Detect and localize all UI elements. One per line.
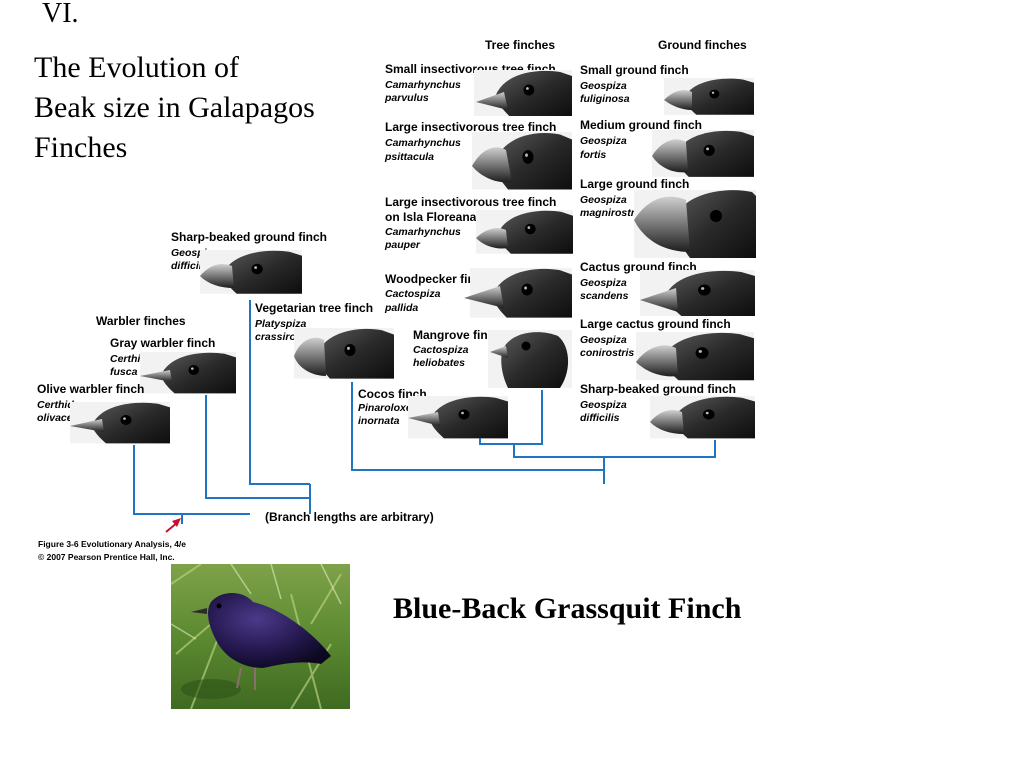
header-tree-finches: Tree finches	[485, 38, 555, 52]
species-woodpecker-finch: Woodpecker finch Cactospiza pallida	[384, 268, 572, 318]
finch-head-icon	[636, 332, 754, 381]
species-epithet: parvulus	[384, 92, 429, 104]
finch-head-icon	[472, 132, 572, 190]
species-epithet: difficilis	[580, 412, 620, 424]
finch-head-icon	[474, 70, 572, 116]
species-common-name: Gray warbler finch	[110, 336, 215, 350]
finch-head-icon	[650, 396, 755, 439]
species-epithet: fortis	[580, 149, 606, 161]
species-genus: Cactospiza	[413, 344, 469, 356]
species-small-ground-finch: Small ground finch Geospiza fuliginosa	[580, 63, 754, 115]
species-genus: Geospiza	[580, 135, 627, 147]
species-sharp-beaked-ground-finch-right: Sharp-beaked ground finch Geospiza diffi…	[580, 382, 755, 439]
finch-head-icon	[408, 396, 508, 439]
species-genus: Camarhynchus	[385, 137, 461, 149]
species-common-name: Large cactus ground finch	[580, 317, 731, 331]
species-common-name: Vegetarian tree finch	[255, 301, 373, 315]
finch-head-icon	[70, 402, 170, 444]
finch-head-icon	[294, 328, 394, 379]
species-epithet: fusca	[110, 366, 138, 378]
header-warbler-finches: Warbler finches	[96, 314, 186, 328]
slide-title: The Evolution of Beak size in Galapagos …	[34, 48, 315, 168]
figure-caption-line: © 2007 Pearson Prentice Hall, Inc.	[38, 552, 175, 562]
species-genus: Cactospiza	[385, 288, 441, 300]
species-large-insectivorous-tree-finch-floreana: Large insectivorous tree finch on Isla F…	[384, 195, 573, 254]
root-arrow-icon	[165, 518, 181, 533]
species-epithet: scandens	[580, 290, 629, 302]
branch-length-note: (Branch lengths are arbitrary)	[265, 510, 434, 524]
species-mangrove-finch: Mangrove finch Cactospiza heliobates	[413, 328, 572, 388]
finch-head-icon	[476, 210, 573, 254]
species-genus: Geospiza	[580, 80, 627, 92]
photo-caption: Blue-Back Grassquit Finch	[393, 592, 742, 625]
slide-title-line: The Evolution of	[34, 51, 239, 84]
species-epithet: inornata	[358, 415, 400, 427]
species-epithet: psittacula	[384, 151, 434, 163]
slide-title-line: Beak size in Galapagos	[34, 91, 315, 124]
species-genus: Platyspiza	[255, 318, 307, 330]
finch-head-icon	[652, 130, 754, 177]
species-sharp-beaked-ground-finch-left: Sharp-beaked ground finch Geospiza diffi…	[171, 230, 327, 294]
species-genus: Geospiza	[580, 334, 627, 346]
species-common-name: Olive warbler finch	[37, 382, 144, 396]
phylogeny-branches	[133, 300, 716, 524]
species-small-insectivorous-tree-finch: Small insectivorous tree finch Camarhync…	[384, 62, 572, 116]
species-genus: Geospiza	[580, 277, 627, 289]
species-large-cactus-ground-finch: Large cactus ground finch Geospiza conir…	[580, 317, 754, 381]
finch-photo-icon	[171, 564, 350, 709]
species-common-name: Large insectivorous tree finch	[385, 195, 556, 209]
slide-title-line: Finches	[34, 131, 128, 164]
species-common-name: on Isla Floreana	[385, 210, 477, 224]
species-epithet: conirostris	[580, 347, 634, 359]
species-genus: Pinaroloxes	[358, 402, 418, 414]
section-number: VI.	[42, 0, 79, 29]
species-common-name: Sharp-beaked ground finch	[580, 382, 736, 396]
species-common-name: Large ground finch	[580, 177, 689, 191]
species-genus: Camarhynchus	[385, 226, 461, 238]
finch-head-icon	[488, 330, 572, 388]
finch-head-icon	[200, 250, 302, 294]
species-common-name: Mangrove finch	[413, 328, 502, 342]
finch-head-icon	[140, 352, 236, 394]
species-common-name: Small ground finch	[580, 63, 689, 77]
species-common-name: Large insectivorous tree finch	[385, 120, 556, 134]
finch-head-icon	[640, 270, 755, 316]
finch-head-icon	[634, 190, 756, 258]
species-common-name: Sharp-beaked ground finch	[171, 230, 327, 244]
species-common-name: Medium ground finch	[580, 118, 702, 132]
species-epithet: magnirostris	[580, 207, 644, 219]
species-cactus-ground-finch: Cactus ground finch Geospiza scandens	[580, 260, 755, 316]
species-genus: Geospiza	[580, 399, 627, 411]
species-cocos-finch: Cocos finch Pinaroloxes inornata	[358, 387, 508, 439]
species-epithet: pauper	[384, 239, 421, 251]
species-epithet: pallida	[384, 302, 418, 314]
species-large-ground-finch: Large ground finch Geospiza magnirostris	[580, 177, 756, 258]
species-olive-warbler-finch: Olive warbler finch Certhidea olivacea	[37, 382, 170, 444]
header-ground-finches: Ground finches	[658, 38, 747, 52]
species-common-name: Woodpecker finch	[385, 272, 489, 286]
species-medium-ground-finch: Medium ground finch Geospiza fortis	[580, 118, 754, 177]
species-epithet: olivacea	[37, 412, 79, 424]
species-genus: Camarhynchus	[385, 79, 461, 91]
species-gray-warbler-finch: Gray warbler finch Certhidea fusca	[110, 336, 236, 394]
species-epithet: fuliginosa	[580, 93, 630, 105]
figure-caption-line: Figure 3-6 Evolutionary Analysis, 4/e	[38, 539, 186, 549]
species-vegetarian-tree-finch: Vegetarian tree finch Platyspiza crassir…	[255, 301, 394, 379]
finch-head-icon	[664, 78, 754, 115]
finch-head-icon	[464, 268, 572, 318]
species-large-insectivorous-tree-finch: Large insectivorous tree finch Camarhync…	[384, 120, 572, 190]
species-genus: Geospiza	[580, 194, 627, 206]
species-epithet: heliobates	[413, 357, 465, 369]
